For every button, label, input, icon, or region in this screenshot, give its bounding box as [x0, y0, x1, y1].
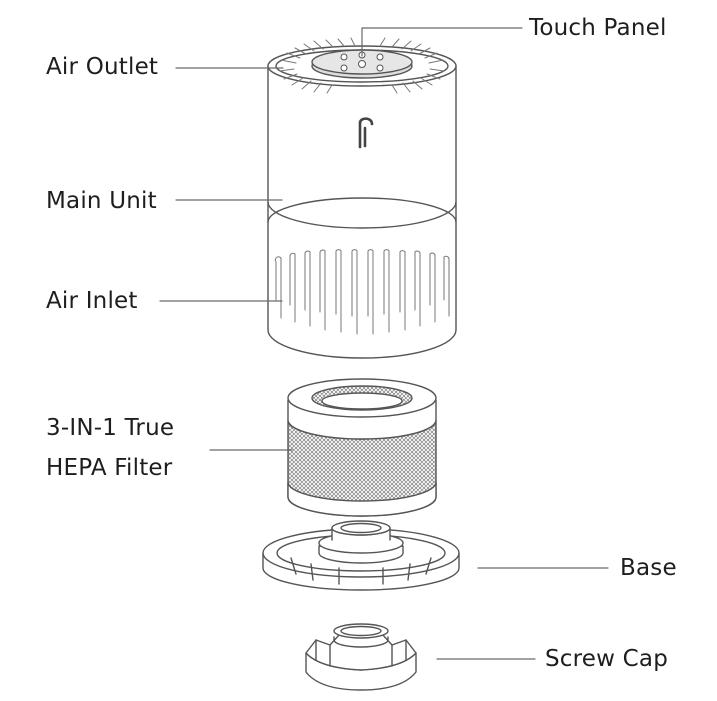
base [262, 520, 460, 591]
label-filter-line2: HEPA Filter [46, 455, 173, 481]
label-air-outlet: Air Outlet [46, 54, 159, 80]
label-base: Base [620, 555, 677, 581]
label-screw-cap: Screw Cap [545, 646, 669, 672]
main-unit-seam [267, 201, 457, 229]
main-unit [267, 37, 457, 359]
main-unit-body [267, 65, 457, 359]
label-filter-line1: 3-IN-1 True [46, 415, 175, 441]
brand-logo [358, 117, 374, 149]
air-outlet-grille [279, 37, 445, 94]
hepa-filter [287, 378, 437, 517]
label-air-inlet: Air Inlet [46, 288, 138, 314]
label-main-unit: Main Unit [46, 188, 157, 214]
leader-lines [159, 27, 609, 660]
screw-cap [305, 623, 417, 691]
label-touch-panel: Touch Panel [529, 15, 667, 41]
air-inlet-slots [274, 249, 450, 335]
